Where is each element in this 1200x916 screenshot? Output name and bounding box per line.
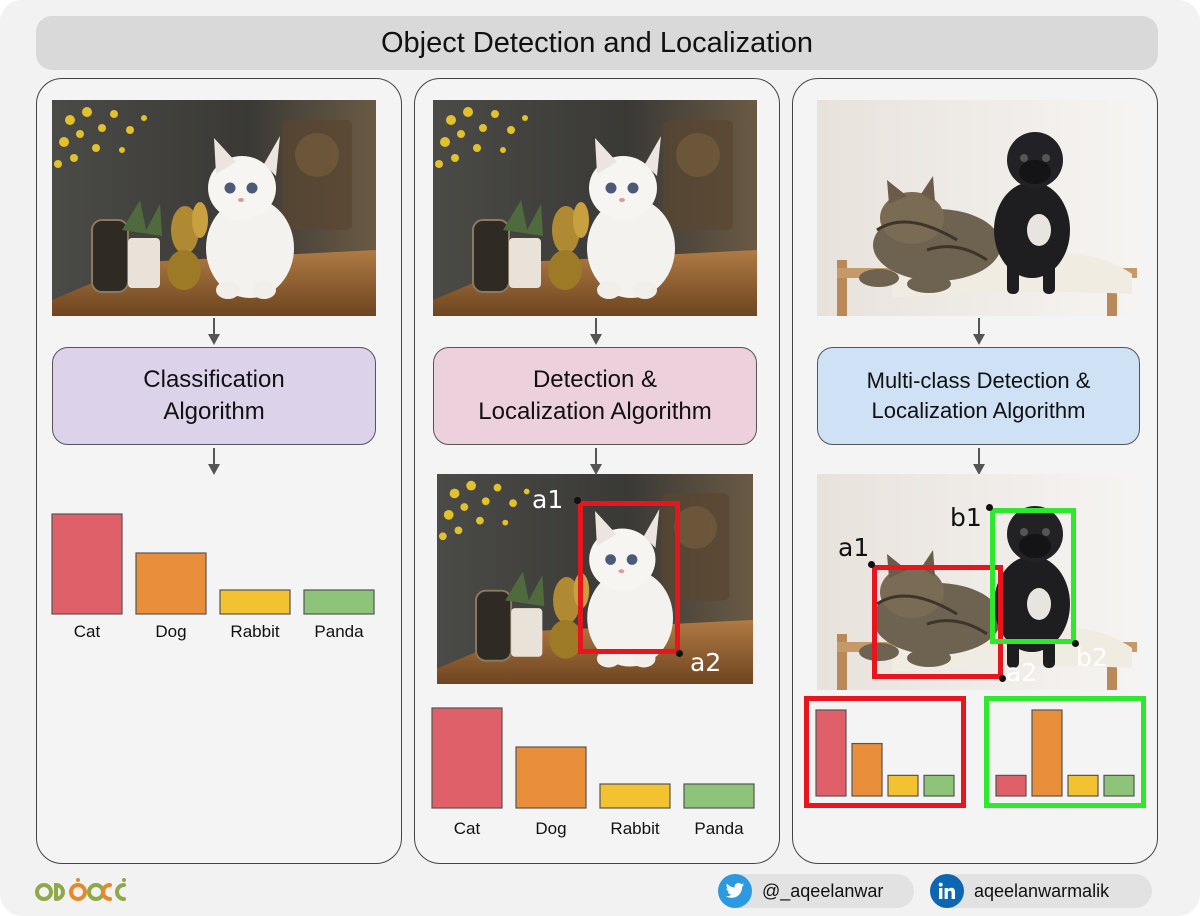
dog-class-box <box>984 696 1146 808</box>
cat-class-box <box>804 696 966 808</box>
bar-label-rabbit: Rabbit <box>610 819 659 838</box>
twitter-handle-text: @_aqeelanwar <box>762 880 884 901</box>
classification-algorithm-box: Classification Algorithm <box>52 347 376 445</box>
arrow-down-icon <box>208 448 220 475</box>
bar-label-dog: Dog <box>155 622 186 641</box>
corner-point-a2 <box>676 650 683 657</box>
bar-label-panda: Panda <box>694 819 744 838</box>
page-title-text: Object Detection and Localization <box>380 26 814 59</box>
page-title: Object Detection and Localization <box>36 16 1158 70</box>
bar-cat <box>51 513 123 615</box>
bar-class-1 <box>995 774 1027 797</box>
bar-label-panda: Panda <box>314 622 364 641</box>
bar-panda <box>683 783 755 809</box>
cat-and-pug-photo <box>817 100 1140 316</box>
algorithm-label-line-2: Localization Algorithm <box>478 398 712 425</box>
bar-dog <box>135 552 207 615</box>
bar-class-4 <box>1103 774 1135 797</box>
detection-localization-algorithm-box: Detection & Localization Algorithm <box>433 347 757 445</box>
twitter-handle[interactable]: @_aqeelanwar <box>718 874 914 908</box>
bar-label-dog: Dog <box>535 819 566 838</box>
arrow-down-icon <box>973 318 985 345</box>
bar-rabbit <box>219 589 291 615</box>
point-label-a2: a2 <box>1006 658 1038 687</box>
point-label-a2: a2 <box>690 648 722 677</box>
point-label-b2: b2 <box>1076 643 1108 672</box>
algorithm-label-line-1: Multi-class Detection & <box>866 368 1091 393</box>
algorithm-label-line-1: Classification <box>143 366 285 393</box>
bar-rabbit <box>599 783 671 809</box>
bounding-box-cat <box>872 565 1003 679</box>
bar-dog <box>515 746 587 809</box>
corner-point-a2 <box>999 675 1006 682</box>
bar-label-cat: Cat <box>74 622 101 641</box>
linkedin-icon <box>930 874 964 908</box>
class-probability-chart: Cat Dog Rabbit Panda <box>431 707 755 838</box>
point-label-a1: a1 <box>532 485 564 514</box>
bar-panda <box>303 589 375 615</box>
arrow-down-icon <box>973 448 985 475</box>
bounding-box-cat <box>578 501 680 654</box>
bounding-box-dog <box>990 508 1076 644</box>
corner-point-a1 <box>868 561 875 568</box>
corner-point-b1 <box>986 504 993 511</box>
bar-label-cat: Cat <box>454 819 481 838</box>
multiclass-algorithm-box: Multi-class Detection & Localization Alg… <box>817 347 1140 445</box>
algorithm-label-line-2: Localization Algorithm <box>871 398 1086 423</box>
algorithm-label-line-2: Algorithm <box>163 398 265 425</box>
cat-and-pug-photo-detected <box>817 474 1140 690</box>
corner-point-b2 <box>1072 640 1079 647</box>
bar-class-3 <box>887 774 919 797</box>
class-probability-chart: Cat Dog Rabbit Panda <box>51 513 375 641</box>
bar-class-1 <box>815 709 847 797</box>
bar-label-rabbit: Rabbit <box>230 622 279 641</box>
linkedin-handle[interactable]: aqeelanwarmalik <box>930 874 1152 908</box>
algorithm-label-line-1: Detection & <box>532 366 658 393</box>
kitten-photo <box>433 100 757 316</box>
kitten-photo <box>52 100 376 316</box>
cat-class-probability-chart <box>815 709 955 797</box>
arrow-down-icon <box>590 318 602 345</box>
bar-class-2 <box>1031 709 1063 797</box>
twitter-bird-icon <box>718 874 752 908</box>
arrow-down-icon <box>208 318 220 345</box>
corner-point-a1 <box>574 497 581 504</box>
point-label-b1: b1 <box>950 503 982 532</box>
bar-class-2 <box>851 742 883 797</box>
arrow-down-icon <box>590 448 602 475</box>
bar-class-4 <box>923 774 955 797</box>
point-label-a1: a1 <box>838 533 870 562</box>
linkedin-handle-text: aqeelanwarmalik <box>974 880 1110 901</box>
bar-cat <box>431 707 503 809</box>
bar-class-3 <box>1067 774 1099 797</box>
brand-logo <box>35 878 126 901</box>
dog-class-probability-chart <box>995 709 1135 797</box>
kitten-photo-detected <box>437 474 753 684</box>
